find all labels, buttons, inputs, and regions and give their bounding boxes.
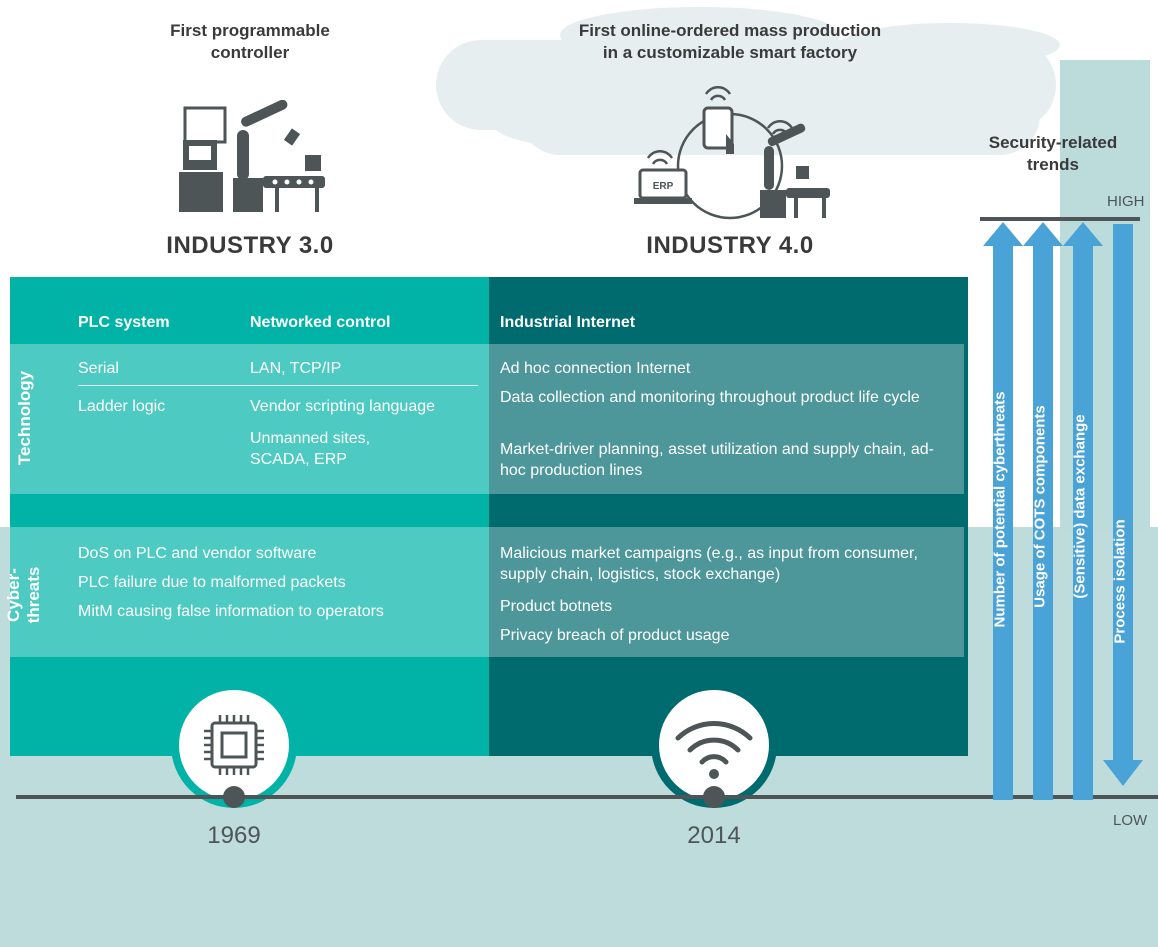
trend-arrows (983, 222, 1143, 800)
industry3-milestone-line: controller (210, 43, 290, 62)
timeline-dot-2014 (703, 786, 725, 808)
threat-i3-item: DoS on PLC and vendor software (78, 545, 317, 562)
arrow-up-icon (1023, 222, 1063, 800)
cloud-shape (436, 7, 1060, 155)
column-header-plc: PLC system (78, 314, 170, 331)
microchip-icon (204, 715, 264, 775)
industry4-panel (489, 277, 968, 756)
industry4-milestone-line: First online-ordered mass production (578, 21, 882, 40)
industry3-milestone-marker (171, 682, 297, 808)
timeline-dot-1969 (223, 786, 245, 808)
arrow-label-data-exchange: (Sensitive) data exchange (1071, 414, 1089, 599)
tech-industrial-item: Ad hoc connection Internet (500, 360, 691, 377)
tech-plc-item: Serial (78, 360, 119, 377)
industry3-milestone: First programmable controller (90, 20, 410, 64)
tech-networked-item: Unmanned sites, SCADA, ERP (250, 430, 371, 468)
row-title-technology: Technology (15, 370, 34, 466)
industry3-panel (10, 277, 489, 756)
industry3-milestone-line: First programmable (170, 21, 330, 40)
industry3-title: INDUSTRY 3.0 (166, 232, 334, 259)
trend-high-bar (980, 217, 1140, 221)
timeline-axis (16, 795, 1158, 799)
trend-low-label: LOW (1113, 812, 1148, 829)
industry4-milestone: First online-ordered mass production in … (500, 20, 960, 64)
arrow-label-process-isolation: Process isolation (1111, 519, 1129, 644)
wifi-icon (675, 721, 753, 765)
arrow-label-cyberthreats: Number of potential cyberthreats (991, 391, 1009, 628)
threat-i3-item: PLC failure due to malformed packets (78, 574, 346, 591)
arrow-up-icon (983, 222, 1023, 800)
industry4-title: INDUSTRY 4.0 (646, 232, 814, 259)
threat-i4-item: Malicious market campaigns (e.g., as inp… (500, 545, 918, 583)
year-1969: 1969 (207, 822, 261, 849)
factory-robot-icon (179, 100, 325, 212)
arrow-label-cots: Usage of COTS components (1031, 405, 1049, 608)
smart-factory-icon: ERP (634, 86, 830, 220)
tech-networked-item: LAN, TCP/IP (250, 360, 342, 377)
erp-label: ERP (653, 181, 674, 192)
threat-i3-item: MitM causing false information to operat… (78, 603, 384, 620)
cyberthreats-band (10, 527, 964, 657)
row-title-line: threats (24, 566, 43, 624)
year-2014: 2014 (687, 822, 741, 849)
technology-band (10, 344, 964, 494)
tech-divider (78, 385, 478, 386)
threat-i4-item: Product botnets (500, 598, 613, 615)
tech-industrial-item: Data collection and monitoring throughou… (500, 389, 920, 406)
arrow-down-icon (1103, 224, 1143, 786)
arrow-up-icon (1063, 222, 1103, 800)
threat-i4-item: Privacy breach of product usage (500, 627, 730, 644)
industry4-milestone-marker (651, 682, 777, 808)
industry4-milestone-line: in a customizable smart factory (602, 43, 858, 62)
column-header-networked: Networked control (250, 314, 391, 331)
column-header-industrial: Industrial Internet (500, 314, 636, 331)
tech-networked-item: Vendor scripting language (250, 398, 436, 415)
trend-high-label: HIGH (1107, 193, 1145, 210)
row-title-line: Cyber- (4, 568, 23, 622)
tech-industrial-item: Market-driver planning, asset utilizatio… (500, 441, 935, 479)
row-title-cyberthreats: Cyber- threats (4, 545, 44, 645)
tech-plc-item: Ladder logic (78, 398, 166, 415)
trends-title-line: trends (1027, 155, 1079, 174)
trends-title-line: Security-related (988, 133, 1118, 152)
trends-title: Security-related trends (963, 132, 1143, 176)
